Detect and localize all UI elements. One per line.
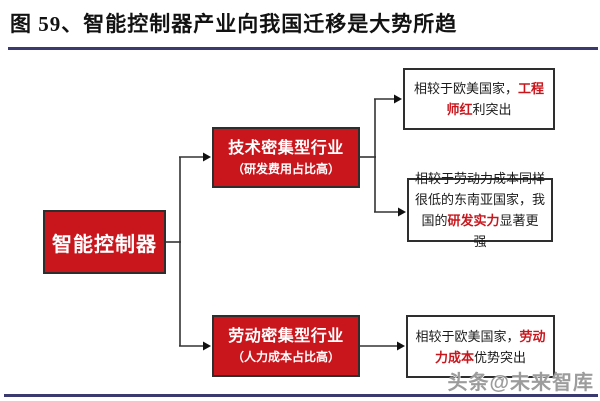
- note-text: 相较于欧美国家，工程师红利突出: [411, 78, 547, 120]
- branch-title: 技术密集型行业: [228, 139, 344, 157]
- watermark-toutiao-future-thinktank: 头条@未来智库: [447, 372, 594, 394]
- note-text: 相较于劳动力成本同样很低的东南亚国家，我国的研发实力显著更强: [415, 168, 545, 252]
- node-branch-tech-intensive: 技术密集型行业 （研发费用占比高）: [212, 127, 360, 188]
- node-branch-labor-intensive: 劳动密集型行业 （人力成本占比高）: [212, 315, 360, 377]
- note-rd-strength: 相较于劳动力成本同样很低的东南亚国家，我国的研发实力显著更强: [407, 171, 553, 249]
- note-engineer-dividend: 相较于欧美国家，工程师红利突出: [403, 68, 555, 130]
- note-text-plain: 利突出: [472, 102, 512, 117]
- note-text-plain: 相较于劳动力成本同样很低的东南亚国家，我国的: [415, 171, 546, 228]
- arrowhead-icon: [397, 341, 405, 351]
- note-text-highlight: 劳动力成本: [434, 328, 546, 365]
- arrowhead-icon: [398, 207, 406, 217]
- branch-subtitle: （人力成本占比高）: [231, 350, 340, 364]
- note-text-plain: 相较于欧美国家，: [415, 328, 520, 344]
- node-root-intelligent-controller: 智能控制器: [43, 210, 166, 274]
- figure-title: 图 59、智能控制器产业向我国迁移是大势所趋: [10, 12, 458, 36]
- note-text: 相较于欧美国家，劳动力成本优势突出: [414, 326, 547, 368]
- arrowhead-icon: [203, 152, 211, 162]
- arrowhead-icon: [203, 341, 211, 351]
- note-text-highlight: 研发实力: [447, 213, 500, 228]
- note-text-plain: 相较于欧美国家，: [413, 81, 518, 96]
- note-text-plain: 优势突出: [474, 349, 527, 365]
- arrowhead-icon: [394, 94, 402, 104]
- note-text-plain: 显著更强: [473, 213, 539, 249]
- note-text-highlight: 工程师红: [446, 81, 545, 117]
- bottom-rule: [4, 394, 598, 397]
- node-root-label: 智能控制器: [52, 233, 157, 256]
- title-underline-rule: [8, 47, 598, 50]
- note-labor-cost-advantage: 相较于欧美国家，劳动力成本优势突出: [406, 315, 555, 378]
- branch-title: 劳动密集型行业: [228, 328, 344, 345]
- branch-subtitle: （研发费用占比高）: [231, 161, 340, 176]
